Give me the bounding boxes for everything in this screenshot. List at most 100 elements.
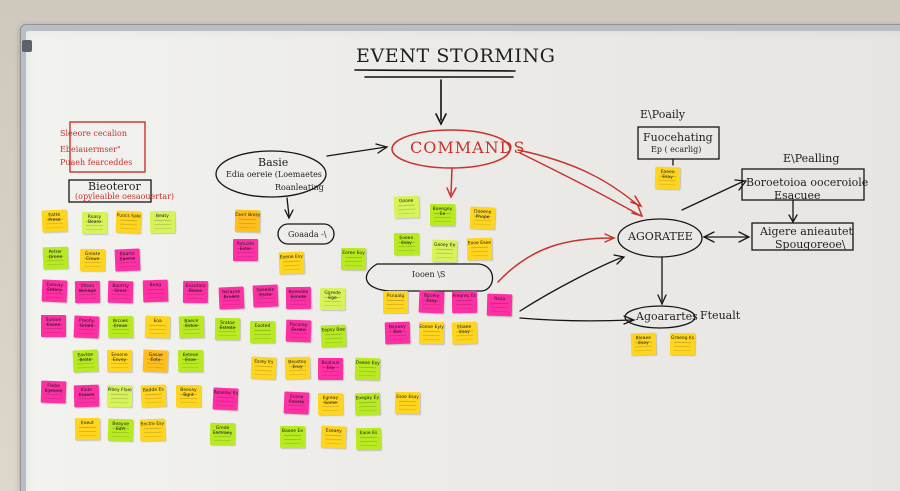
title-underline-1 xyxy=(354,69,516,72)
sticky-note: Ebde Esaees xyxy=(73,384,100,408)
sticky-note: Gasae Eote xyxy=(142,349,169,373)
right-box-2-line-2: Spougoreoe\ xyxy=(775,238,846,251)
sticky-note: Eoeee Esay xyxy=(654,166,681,190)
basic-to-goal-arrowhead xyxy=(284,209,294,220)
top-right-box-text-1: Fuocehating xyxy=(643,131,713,144)
sticky-note: Baarte Eaerce xyxy=(114,248,141,272)
left-red-line-3: Puaeh fearceddes xyxy=(60,158,133,167)
sticky-note: Beesay Bgnt xyxy=(176,385,201,407)
sticky-note: Rerayse Bruees xyxy=(218,286,245,310)
sticky-note: Baoee Ee xyxy=(280,426,305,448)
goal-text: Goaada -\ xyxy=(288,230,327,239)
sticky-note: Pibey Flaie xyxy=(106,384,133,408)
ellipse-text-1: Basie xyxy=(258,156,289,169)
sticky-note: Eatte Prese xyxy=(41,209,68,233)
bubble-to-aggregate-red-arrowhead xyxy=(604,233,616,243)
sticky-note: Baotrty Grost xyxy=(107,280,134,304)
left-red-line-1: Sleeore cecalion xyxy=(60,129,127,138)
sticky-note: Eavir Brote xyxy=(234,209,261,233)
sticky-note: Rsoa xyxy=(486,293,513,317)
sticky-note: Badde Es xyxy=(140,384,167,408)
sticky-note: Beayoe Edrt xyxy=(107,418,134,442)
event-bubble xyxy=(365,263,494,292)
sticky-note: Eesene Esvey xyxy=(107,350,132,372)
sticky-note: Baece Estoe xyxy=(178,315,205,339)
sticky-note: Daeoe Eey xyxy=(354,357,381,381)
sticky-note: Rotuate Estor xyxy=(233,239,258,261)
top-right-box xyxy=(637,126,720,160)
black-lines-group xyxy=(68,126,865,329)
commands-down-arrowhead xyxy=(446,187,457,199)
title-to-commands-arrowhead xyxy=(435,113,447,126)
sticky-note: Eeaotate Bsoec xyxy=(182,280,209,304)
sticky-note: Brcoes Eroue xyxy=(107,315,134,339)
sticky-note: Beoeey Eos xyxy=(384,321,411,345)
aggregate-down-arrowhead xyxy=(657,294,667,306)
aggregate-ellipse xyxy=(617,218,703,258)
commands-to-aggregate-arrowhead-1 xyxy=(630,195,643,208)
sticky-note: Eoa xyxy=(144,315,171,339)
sticky-note: Preofiy Groeh xyxy=(73,315,100,339)
commands-outline-group xyxy=(391,129,644,283)
sticky-note: Eoegay Ey xyxy=(354,392,381,416)
board-title: EVENT STORMING xyxy=(356,45,556,67)
sticky-note: Reaelay Es xyxy=(212,387,239,411)
right-box-1-line-1: Boroetoioa ooceroiole xyxy=(746,176,869,189)
sticky-note: Esrey Es xyxy=(250,356,277,380)
sticky-note: Ggrede Ege xyxy=(319,287,346,311)
aggregates-label: Agoarartes xyxy=(636,310,698,323)
sticky-note: Frearey Es xyxy=(451,290,478,314)
sticky-note: Eooted xyxy=(250,321,275,343)
title-underline-group xyxy=(354,69,516,126)
right-box-2-line-1: Aigere anieautet xyxy=(760,225,853,238)
sticky-note: Beostey Eroy xyxy=(284,356,311,380)
aggregate-right-arrowhead xyxy=(738,231,751,243)
sticky-note: Esoe Esoy xyxy=(394,391,421,415)
commands-to-aggregate-arrow-1 xyxy=(517,149,640,207)
sticky-note: Eectre Esy xyxy=(139,418,166,442)
sticky-note: Ebaee Esoy xyxy=(451,321,478,345)
sticky-note: Eaoe Es xyxy=(355,427,382,451)
sticky-note: Eaouay Eetory xyxy=(41,279,68,303)
basic-event-ellipse xyxy=(215,150,327,198)
aggregates-ellipse xyxy=(624,305,696,329)
aggregate-to-right-box-arrow xyxy=(681,180,745,211)
red-left-outline-group xyxy=(69,121,146,173)
sticky-note: Eepsy Boe xyxy=(320,324,347,348)
basic-to-commands-arrow xyxy=(326,146,387,157)
sticky-note: Doeene Phope xyxy=(469,206,496,230)
sticky-note: Eoeoe Esy xyxy=(278,251,305,275)
sticky-note: Eoeen Esay xyxy=(393,232,420,256)
left-red-box xyxy=(69,121,146,173)
commands-down-arrow xyxy=(450,167,453,195)
sticky-note: Beag xyxy=(142,279,169,303)
top-right-box-text-2: Ep ( ecarlig) xyxy=(651,145,702,154)
sticky-note: Gaoey Ee xyxy=(431,239,458,263)
sticky-note: Eoeut xyxy=(74,417,101,441)
sticky-note: Boeegey Ee xyxy=(430,204,455,226)
sticky-note: Egreay Some xyxy=(317,392,344,416)
sticky-note: Bealaue Esy xyxy=(318,358,343,380)
left-label: Bieoteror xyxy=(88,180,141,193)
right-box-2 xyxy=(751,222,854,251)
aggregate-to-right-box-arrowhead xyxy=(734,179,748,191)
sticky-note: Saeeale Escte xyxy=(252,284,279,308)
ellipse-text-2: Edia oereie (Loemaetes xyxy=(226,170,322,179)
sticky-note: Sratoe Estrote xyxy=(214,317,241,341)
sticky-note: Bleaee Esoy xyxy=(630,332,657,356)
aggregates-side-label: Fteualt xyxy=(700,309,741,322)
sticky-note: Roasy Bearo xyxy=(82,212,107,234)
goal-pill xyxy=(277,223,335,245)
commands-ellipse xyxy=(391,129,511,169)
sticky-note: Eavtoe Brote xyxy=(72,349,99,373)
right-box-connector-arrowhead xyxy=(788,214,798,224)
sticky-note: Bpcete Esay xyxy=(418,290,445,314)
top-right-label-2: E\Pealling xyxy=(783,152,840,165)
board-clip xyxy=(22,40,32,52)
bubble-to-aggregate-red-arrow xyxy=(497,237,614,283)
bubble-to-aggregate-black-arrow xyxy=(519,256,624,312)
sticky-note: Greate Croue xyxy=(79,248,106,272)
sticky-note: Eoooe Eyly xyxy=(418,321,445,345)
sticky-note: Eosoe Esoate xyxy=(283,391,310,415)
